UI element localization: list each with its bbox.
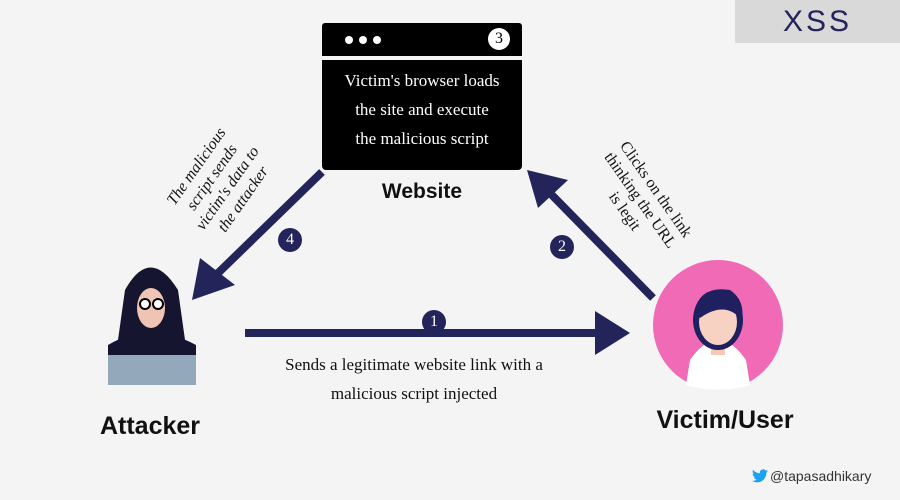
website-desc-line: the malicious script [355, 129, 489, 148]
website-desc-line: the site and execute [355, 100, 489, 119]
arrow-head-2 [527, 170, 568, 208]
website-desc-line: Victim's browser loads [344, 71, 500, 90]
credit-handle: @tapasadhikary [770, 468, 872, 484]
browser-title-bar: 3 [322, 23, 522, 56]
window-dot-icon [373, 36, 381, 44]
victim-avatar [653, 260, 783, 390]
twitter-icon [752, 469, 768, 483]
arrow-head-4 [192, 258, 235, 300]
arrow-step-4 [212, 169, 325, 279]
victim-label: Victim/User [656, 406, 794, 434]
attacker-avatar [108, 267, 196, 385]
window-dot-icon [359, 36, 367, 44]
step-1-badge: 1 [422, 310, 446, 334]
window-dot-icon [345, 36, 353, 44]
arrow-head-1 [595, 311, 630, 355]
website-label: Website [381, 180, 463, 203]
browser-body: Victim's browser loads the site and exec… [322, 60, 522, 170]
xss-title: XSS [735, 0, 900, 43]
step-4-badge: 4 [278, 228, 302, 252]
step-2-badge: 2 [550, 235, 574, 259]
arrow-step-2 [542, 185, 656, 301]
credit: @tapasadhikary [752, 468, 871, 484]
attacker-label: Attacker [99, 412, 201, 440]
step-3-badge: 3 [488, 28, 510, 50]
